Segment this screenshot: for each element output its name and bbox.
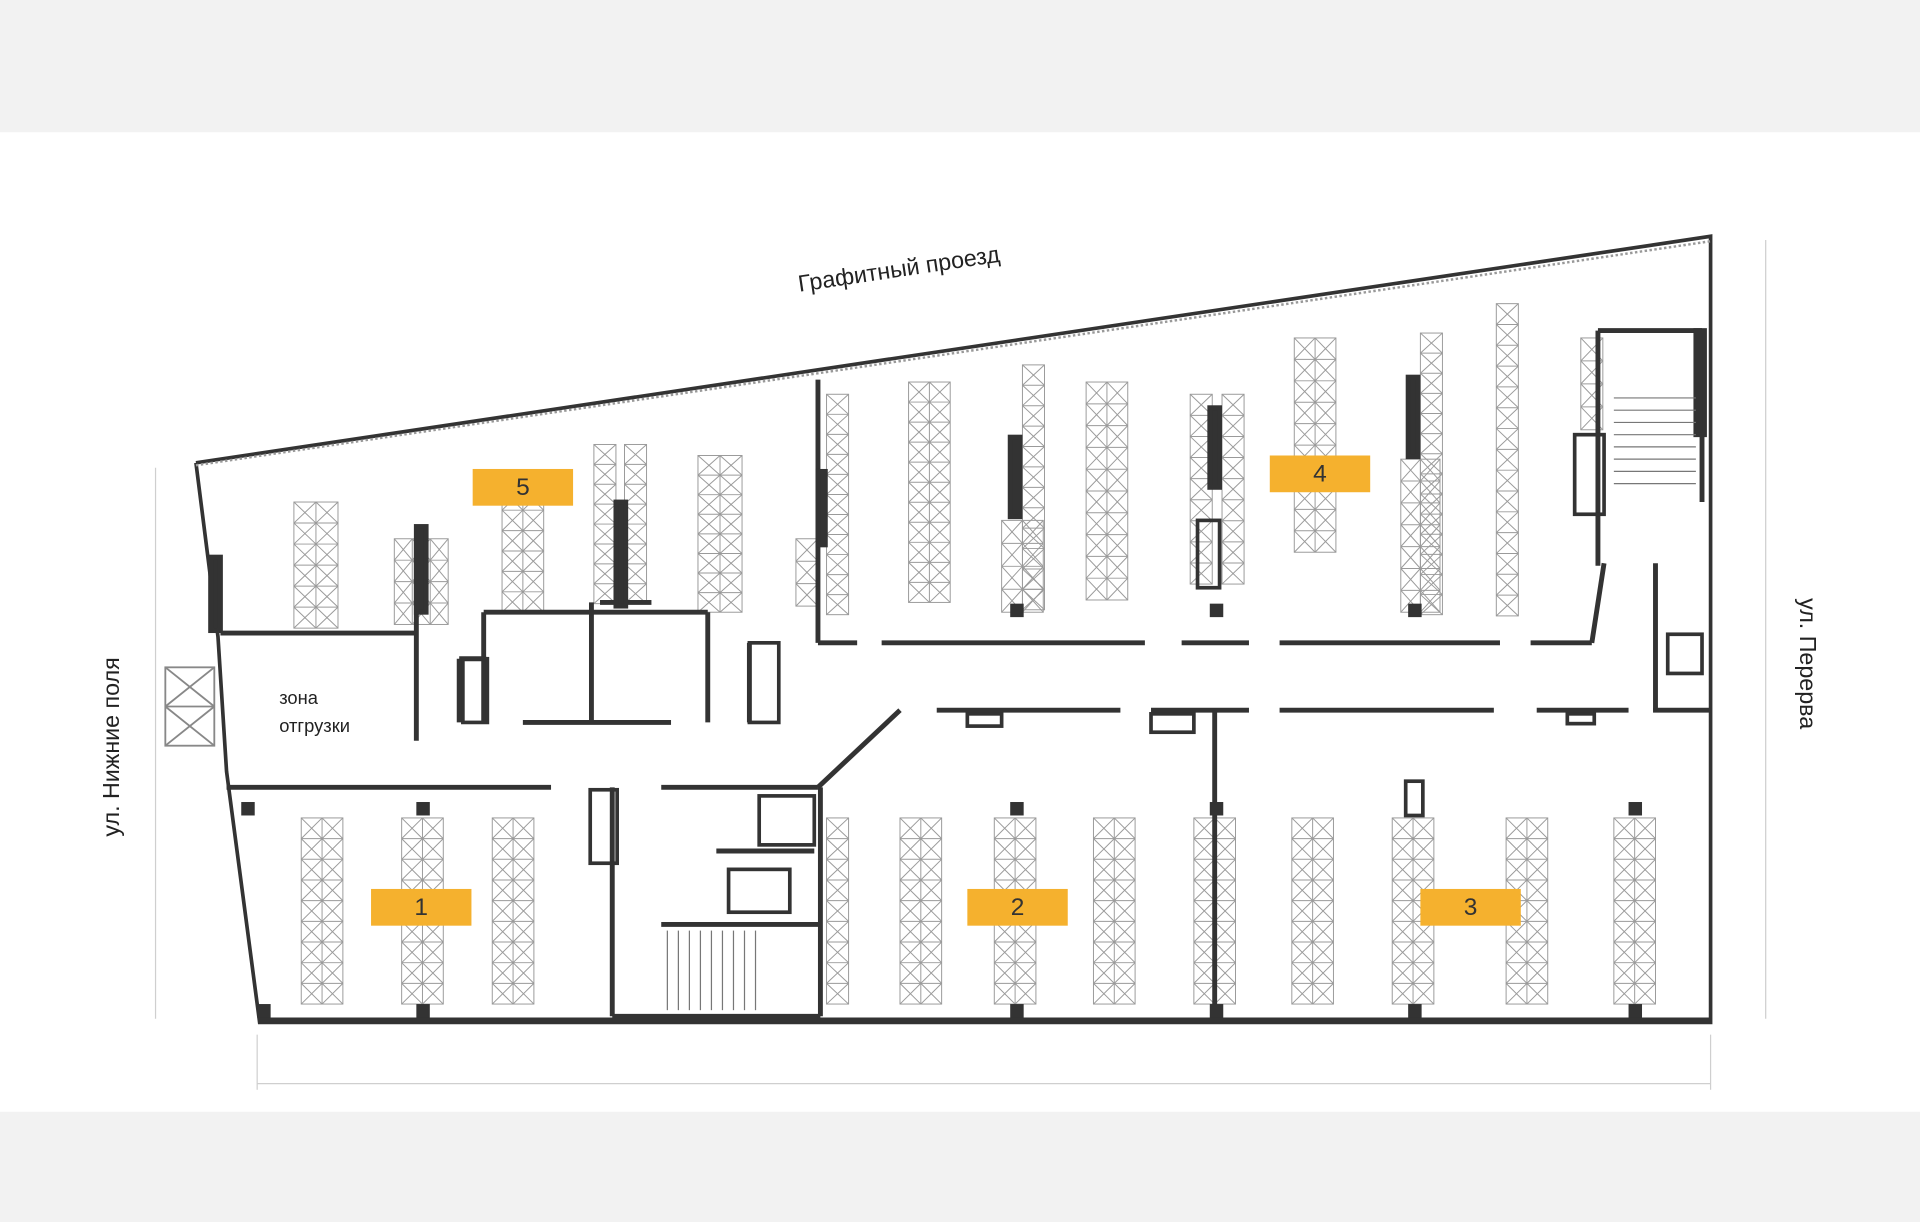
loading-zone-label-2: отгрузки — [279, 715, 350, 736]
zone-label-5: 5 — [516, 474, 530, 501]
storage-rack — [1613, 817, 1656, 1005]
storage-rack — [826, 817, 850, 1005]
zone-label-3: 3 — [1464, 894, 1478, 921]
service-room — [1195, 518, 1222, 590]
zone-label-1: 1 — [414, 894, 428, 921]
column — [257, 1004, 271, 1018]
column — [1693, 328, 1707, 438]
street-label-left: ул. Нижние поля — [98, 657, 124, 836]
storage-rack — [697, 455, 743, 613]
storage-rack — [491, 817, 535, 1005]
column — [1408, 1004, 1422, 1018]
column — [1209, 1004, 1224, 1018]
zone-marker-5[interactable]: 5 — [472, 468, 574, 506]
wall — [816, 708, 902, 790]
service-room — [1403, 779, 1425, 818]
storage-rack — [1092, 817, 1136, 1005]
zone-marker-4[interactable]: 4 — [1269, 455, 1371, 493]
service-room — [747, 640, 781, 725]
column — [1010, 802, 1024, 816]
column — [416, 802, 430, 816]
zone-marker-3[interactable]: 3 — [1420, 888, 1521, 926]
service-room — [461, 656, 490, 725]
service-room — [965, 712, 1004, 728]
loading-dock-icon — [164, 666, 216, 747]
service-room — [1565, 712, 1597, 726]
service-room — [1665, 632, 1704, 676]
column — [1209, 603, 1224, 618]
dimension-lines — [154, 239, 1767, 1090]
storage-rack — [1085, 381, 1129, 601]
storage-rack — [1419, 332, 1443, 616]
facade-glazing — [195, 240, 1711, 467]
column — [241, 802, 255, 816]
street-label-right: ул. Перерва — [1795, 598, 1821, 729]
service-room — [588, 787, 619, 866]
column — [1007, 434, 1023, 520]
column — [1207, 405, 1223, 490]
storage-rack — [1495, 303, 1519, 617]
storage-rack — [826, 393, 850, 616]
column — [1408, 603, 1422, 618]
storage-rack — [1391, 817, 1435, 1005]
column — [1628, 1004, 1643, 1018]
column — [208, 554, 223, 634]
column — [413, 524, 429, 615]
column — [613, 499, 629, 609]
storage-rack — [899, 817, 943, 1005]
column — [1405, 374, 1421, 460]
column — [815, 468, 828, 548]
plan-sheet — [0, 132, 1920, 1112]
storage-rack — [293, 501, 339, 629]
zone-marker-2[interactable]: 2 — [967, 888, 1068, 926]
wall — [1589, 562, 1607, 644]
zone-label-2: 2 — [1011, 894, 1025, 921]
storage-rack — [300, 817, 344, 1005]
service-room — [726, 867, 792, 915]
column — [1628, 802, 1643, 816]
stairs-icon — [666, 397, 1696, 1011]
service-room — [757, 794, 817, 847]
interior-walls — [208, 328, 1711, 1023]
service-room — [1572, 432, 1606, 517]
storage-rack — [795, 538, 819, 607]
zone-label-4: 4 — [1313, 460, 1327, 487]
column — [1010, 1004, 1024, 1018]
storage-rack — [1291, 817, 1334, 1005]
storage-rack — [908, 381, 951, 603]
column — [1209, 802, 1224, 816]
column — [1010, 603, 1024, 618]
storage-rack — [1221, 393, 1245, 585]
storage-rack — [1021, 364, 1045, 611]
column — [416, 1004, 430, 1018]
zone-marker-1[interactable]: 1 — [371, 888, 472, 926]
loading-zone-label: зона — [279, 687, 319, 708]
service-room — [1149, 712, 1196, 735]
